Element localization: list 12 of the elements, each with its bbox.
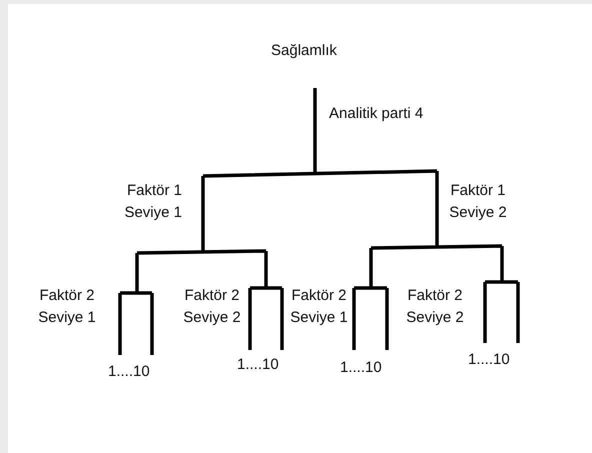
range-label: 1....10 bbox=[468, 350, 510, 370]
range-label: 1....10 bbox=[340, 358, 382, 378]
range-label: 1....10 bbox=[108, 362, 150, 382]
branch-label: Faktör 2 Seviye 2 bbox=[182, 286, 242, 328]
root-label: Sağlamlık bbox=[271, 41, 337, 61]
level-label: Analitik parti 4 bbox=[329, 104, 424, 124]
branch-label: Faktör 2 Seviye 1 bbox=[289, 286, 349, 328]
branch-label: Faktör 1 Seviye 2 bbox=[448, 181, 508, 223]
branch-label: Faktör 1 Seviye 1 bbox=[123, 181, 182, 223]
branch-label: Faktör 2 Seviye 2 bbox=[405, 286, 465, 328]
range-label: 1....10 bbox=[237, 355, 279, 375]
branch-label: Faktör 2 Seviye 1 bbox=[37, 286, 97, 328]
